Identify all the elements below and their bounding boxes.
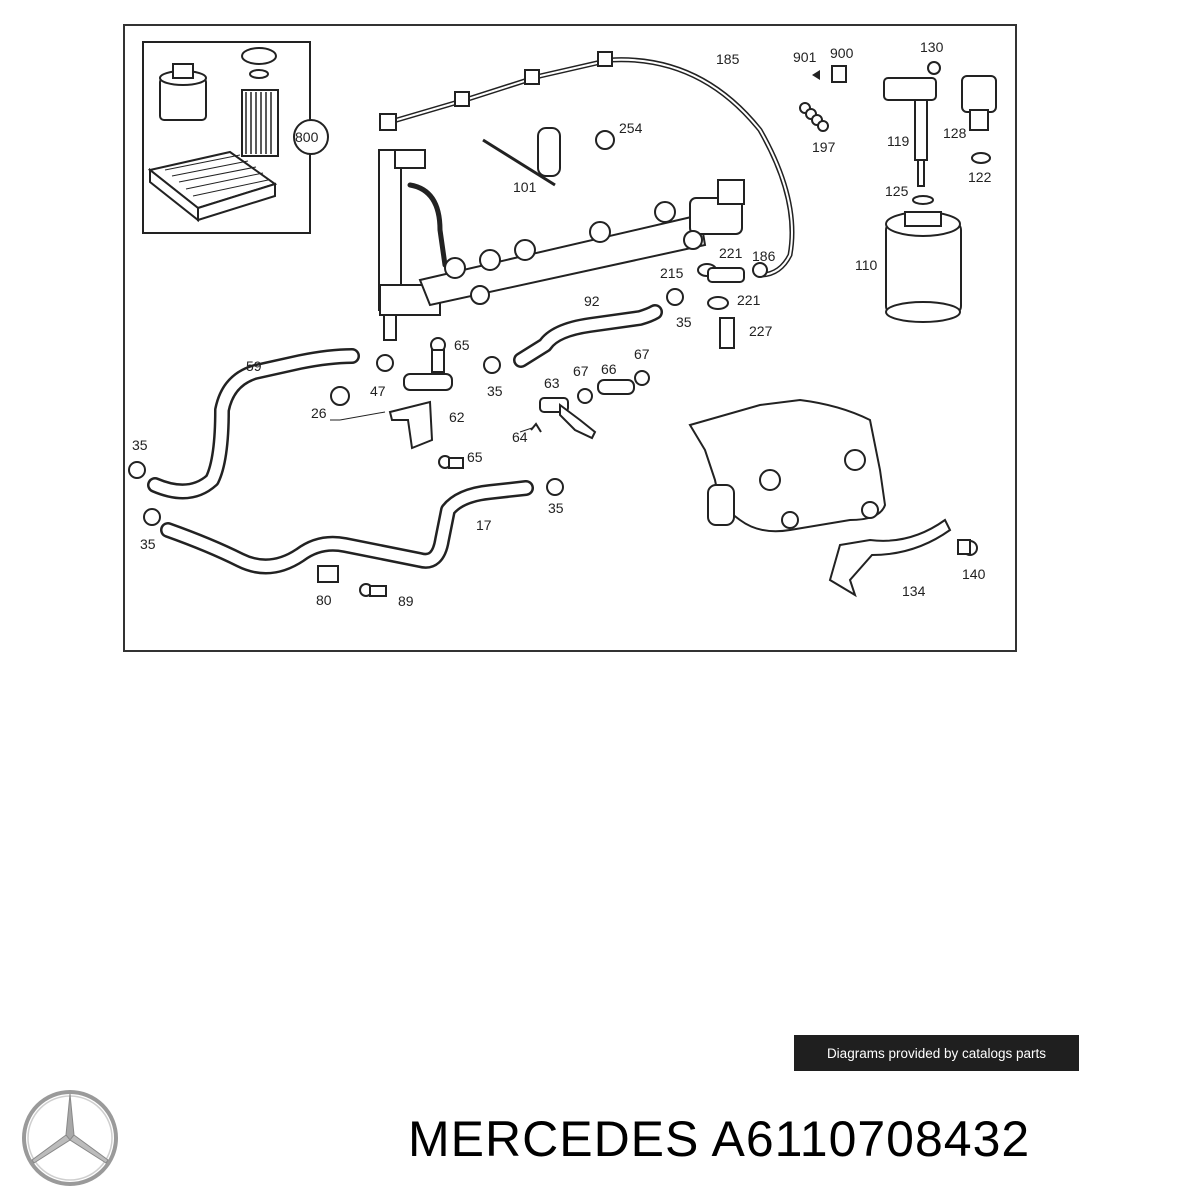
callout-122: 122 [968,169,992,185]
sensor-parts [799,61,997,187]
callout-110: 110 [855,257,878,273]
callout-221-bottom: 221 [737,292,761,308]
hose-clamps [128,461,564,597]
callout-900: 900 [830,45,854,61]
leader-lines [330,419,533,433]
callout-labels: 800 185 901 900 130 254 197 128 119 122 … [132,39,992,609]
fuel-return-line [379,51,795,278]
callout-130: 130 [920,39,944,55]
callout-215: 215 [660,265,684,281]
hose-17 [160,480,534,575]
callout-64: 64 [512,429,528,445]
hose-59 [147,348,360,500]
connector-parts [330,337,501,469]
callout-186: 186 [752,248,776,264]
callout-800: 800 [295,129,319,145]
service-kit-inset [142,41,329,234]
callout-901: 901 [793,49,817,65]
brand-title: MERCEDES A6110708432 [408,1111,1031,1167]
callout-35-right: 35 [548,500,564,516]
callout-101: 101 [513,179,537,195]
callout-35-mid: 35 [487,383,503,399]
callout-89: 89 [398,593,414,609]
callout-221-top: 221 [719,245,743,261]
hose-92 [513,304,663,368]
callout-67-right: 67 [634,346,650,362]
callout-80: 80 [316,592,332,608]
callout-35-left-bottom: 35 [140,536,156,552]
callout-67-left: 67 [573,363,589,379]
callout-35-pump: 35 [676,314,692,330]
callout-35-left-top: 35 [132,437,148,453]
pump-bracket [688,398,978,598]
callout-254: 254 [619,120,643,136]
mercedes-star-icon [22,1090,118,1186]
credit-banner: Diagrams provided by catalogs parts [794,1035,1079,1071]
callout-65-top: 65 [454,337,470,353]
callout-47: 47 [370,383,386,399]
callout-134: 134 [902,583,926,599]
callout-62: 62 [449,409,465,425]
callout-63: 63 [544,375,560,391]
callout-26: 26 [311,405,327,421]
common-rail-assembly [378,149,745,341]
fuel-filter-housing [885,195,962,323]
callout-185: 185 [716,51,740,67]
callout-128: 128 [943,125,967,141]
callout-65-bottom: 65 [467,449,483,465]
callout-59: 59 [246,358,262,374]
callout-140: 140 [962,566,986,582]
connector-63-group [530,370,650,440]
callout-119: 119 [887,133,910,149]
callout-66: 66 [601,361,617,377]
clip-parts [482,127,615,187]
callout-197: 197 [812,139,836,155]
small-fittings [666,262,768,349]
callout-227: 227 [749,323,773,339]
callout-125: 125 [885,183,909,199]
callout-17: 17 [476,517,492,533]
callout-92: 92 [584,293,600,309]
